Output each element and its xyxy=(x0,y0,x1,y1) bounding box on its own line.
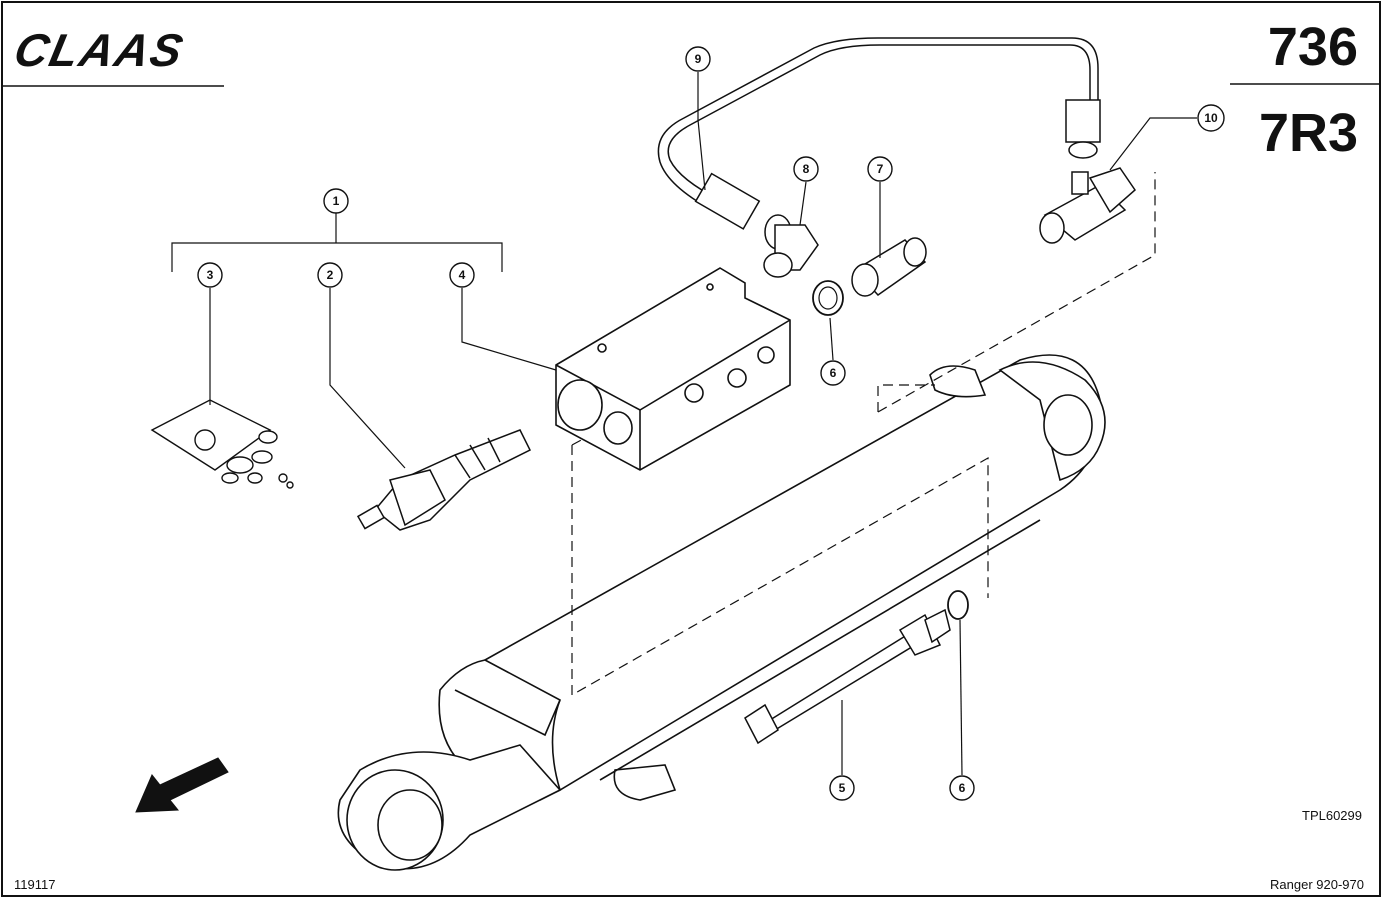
callout-1: 1 xyxy=(323,188,349,214)
callout-8-label: 8 xyxy=(803,162,810,176)
figure-code: TPL60299 xyxy=(1302,808,1362,823)
callout-1-label: 1 xyxy=(333,194,340,208)
page-number: 736 xyxy=(1267,17,1358,77)
leader-lines xyxy=(171,72,1197,776)
tee-fitting xyxy=(1039,167,1136,244)
section-code: 7R3 xyxy=(1258,103,1358,163)
reference-lines xyxy=(571,172,1156,697)
hydraulic-pipe xyxy=(744,608,951,745)
callout-9: 9 xyxy=(685,46,711,72)
banjo-fitting xyxy=(763,214,819,278)
callout-5: 5 xyxy=(829,775,855,801)
valve-block xyxy=(555,267,791,471)
callout-10: 10 xyxy=(1197,104,1225,132)
callout-3-label: 3 xyxy=(207,268,214,282)
callout-4-label: 4 xyxy=(459,268,466,282)
seal-ring-top xyxy=(812,280,844,316)
callout-7-label: 7 xyxy=(877,162,884,176)
callout-7: 7 xyxy=(867,156,893,182)
logo-text: CLAAS xyxy=(10,24,189,75)
hydraulic-cylinder xyxy=(337,354,1106,871)
callout-4: 4 xyxy=(449,262,475,288)
cartridge-valve xyxy=(356,429,532,531)
seal-kit xyxy=(150,399,294,489)
travel-direction-arrow-icon xyxy=(135,757,229,813)
callout-2: 2 xyxy=(317,262,343,288)
model-label: Ranger 920-970 xyxy=(1270,877,1364,892)
seal-ring-bottom xyxy=(947,590,969,620)
callout-5-label: 5 xyxy=(839,781,846,795)
callout-6b-label: 6 xyxy=(959,781,966,795)
callout-9-label: 9 xyxy=(695,52,702,66)
callout-10-label: 10 xyxy=(1204,111,1218,125)
callout-2-label: 2 xyxy=(327,268,334,282)
adapter-fitting xyxy=(851,237,927,297)
callout-6b: 6 xyxy=(949,775,975,801)
callout-6a-label: 6 xyxy=(830,366,837,380)
drawing-number: 119117 xyxy=(14,877,56,892)
hydraulic-line xyxy=(657,37,1101,230)
claas-logo: CLAAS xyxy=(10,24,189,75)
callout-6a: 6 xyxy=(820,360,846,386)
callout-3: 3 xyxy=(197,262,223,288)
callout-8: 8 xyxy=(793,156,819,182)
